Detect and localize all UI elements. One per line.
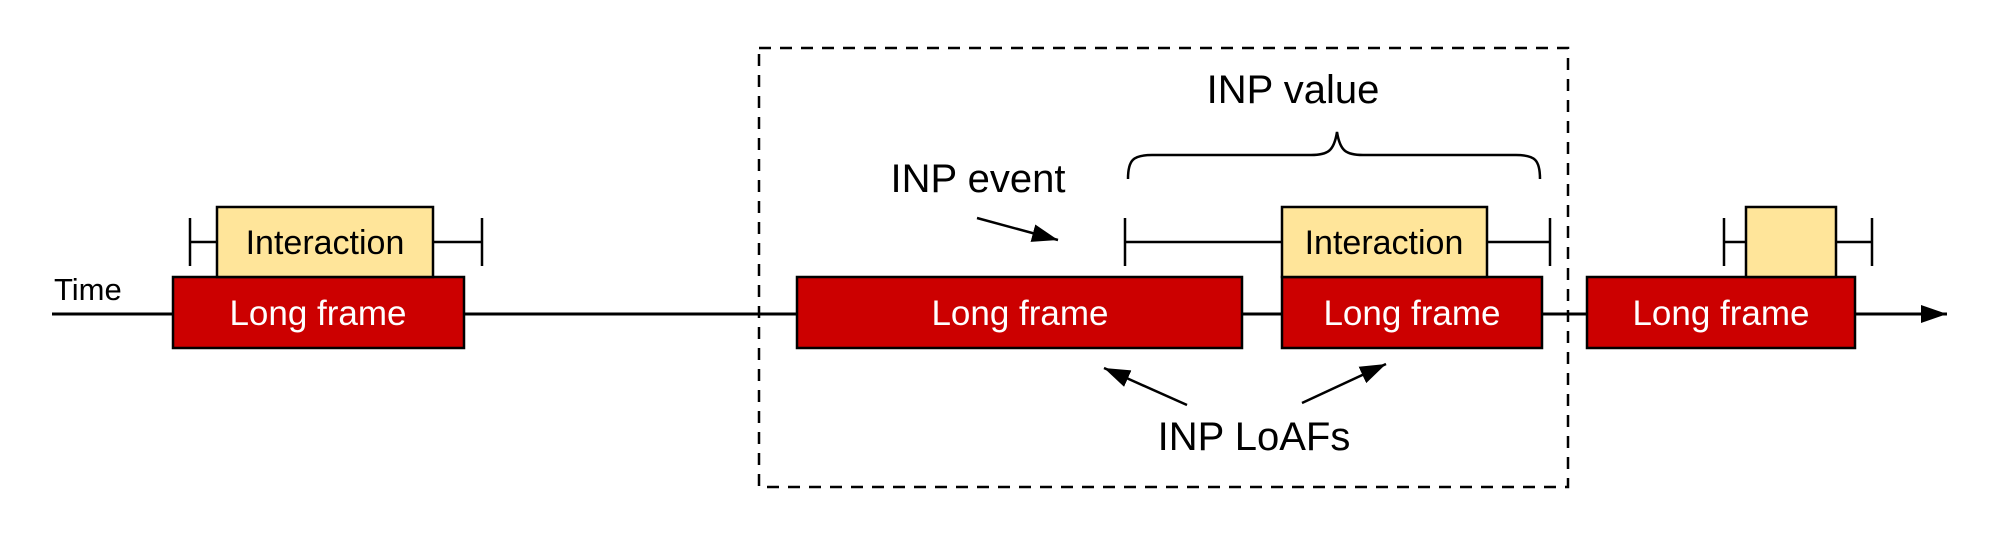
interaction-2-end-whisker (1487, 218, 1552, 266)
inp-loafs-arrow-left (1103, 366, 1188, 407)
long-frame-4 (1585, 275, 1857, 350)
interaction-1-start-whisker (188, 218, 217, 266)
time-label: Time (54, 272, 122, 307)
long-frame-3-label: Long frame (1323, 294, 1500, 333)
long-frame-1-label: Long frame (229, 294, 406, 333)
interaction-3-start-whisker (1722, 218, 1746, 266)
long-frame-2-label: Long frame (931, 294, 1108, 333)
inp-value-label: INP value (1207, 68, 1380, 112)
interaction-3-end-whisker (1836, 218, 1874, 266)
inp-event-arrow (976, 216, 1059, 242)
interaction-3 (1744, 205, 1838, 279)
inp-event-label: INP event (891, 157, 1066, 201)
interaction-2-start-whisker (1123, 218, 1282, 266)
long-frame-3 (1280, 275, 1544, 350)
inp-window-dashed-box (757, 46, 1570, 489)
interaction-2 (1280, 205, 1489, 279)
inp-loafs-arrow-right (1301, 362, 1387, 405)
interaction-1-label: Interaction (246, 224, 405, 262)
inp-loafs-label: INP LoAFs (1158, 415, 1351, 459)
long-frame-4-label: Long frame (1632, 294, 1809, 333)
long-frame-2 (795, 275, 1244, 350)
interaction-1 (215, 205, 435, 279)
inp-value-brace (1126, 131, 1542, 180)
interaction-2-label: Interaction (1305, 224, 1464, 262)
long-frame-1 (171, 275, 466, 350)
interaction-1-end-whisker (433, 218, 484, 266)
